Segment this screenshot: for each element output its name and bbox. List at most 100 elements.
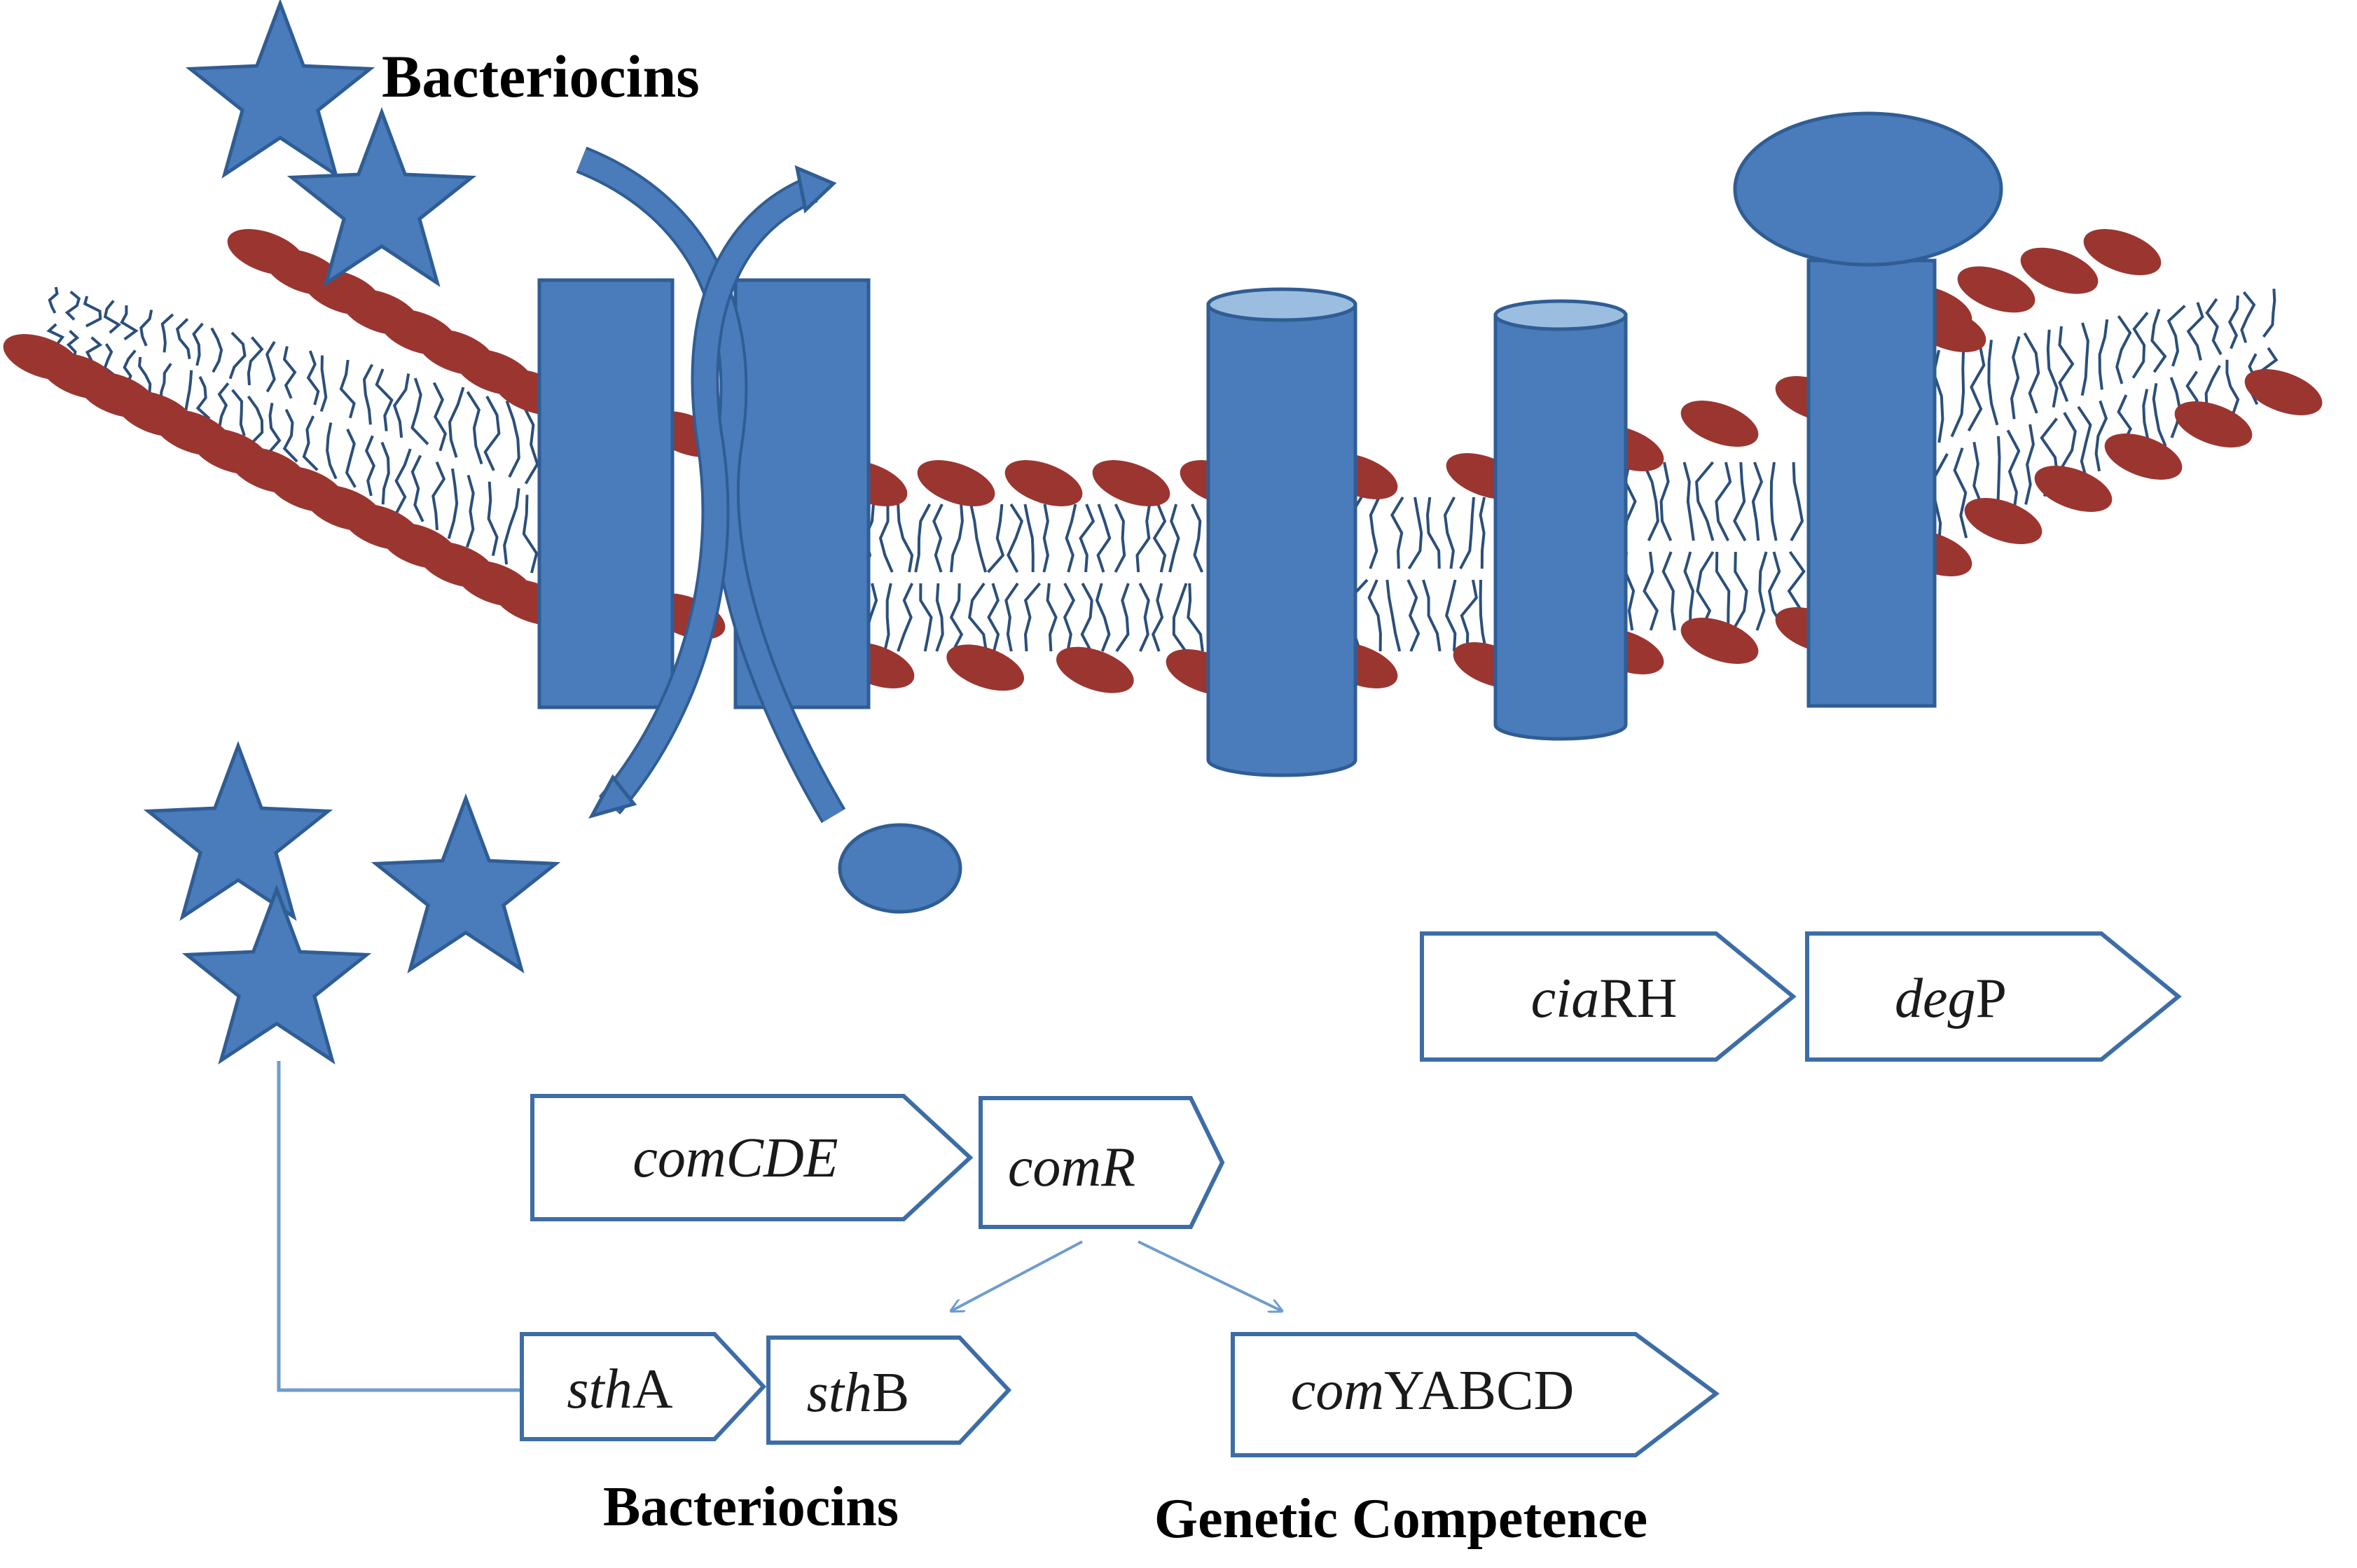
lipid-tail [380,441,390,505]
lipid-tail [2094,400,2108,472]
lipid-tail [1732,551,1748,631]
bacteriocin-star-icon [185,0,375,179]
gene-sthB: sthB [766,1335,1012,1445]
lipid-tail [969,504,988,573]
lipid-tail [267,403,282,455]
membrane-protein-cylinder-2 [1493,299,1628,741]
lipid-tail [306,350,320,405]
lipid-tail [932,504,944,573]
lipid-tail [1444,579,1457,652]
bacteriocin-connector-line [277,1061,522,1392]
lipid-tail [1422,579,1442,652]
gene-sthA-plain: A [633,1359,673,1420]
lipid-head [1957,266,2035,313]
lipid-tail [2225,359,2240,413]
lipid-head [1004,460,1083,506]
lipid-tail [2262,289,2276,338]
gene-ciaRH-italic: cia [1531,968,1600,1029]
bacteriocin-star-icon [143,740,333,921]
lipid-tail [247,336,264,386]
gene-comR: comR [979,1096,1225,1229]
comR-to-comYABCD-arrow [1138,1240,1282,1311]
gene-comYABCD: comYABCD [1231,1332,1720,1457]
gene-comCDE-italic: comCDE [633,1128,838,1189]
lipid-tail [950,504,964,573]
lipid-head [946,644,1025,691]
lipid-head [1056,646,1134,693]
lipid-tail [410,377,429,445]
svg-text:comCDE: comCDE [633,1128,838,1189]
lipid-head [2034,466,2113,512]
lipid-tail [2150,308,2167,373]
lipid-tail [64,290,81,321]
lipid-head [1092,460,1170,506]
lipid-head [1680,618,1759,664]
lipid-tail [967,582,988,652]
lipid-tail [103,300,122,334]
lipid-head [1680,401,1759,447]
lipid-tail [364,435,375,497]
lipid-tail [432,382,447,452]
bacteriocin-star-icon [181,884,372,1064]
lipid-tail [345,429,357,488]
lipid-tail [897,504,914,573]
gene-ciaRH: ciaRH [1420,931,1797,1062]
lipid-head [2104,433,2183,480]
lipid-tail [1138,583,1150,652]
lipid-tail [1661,551,1676,631]
lipid-tail [362,363,374,425]
svg-text:sthA: sthA [567,1359,672,1420]
lipid-tail [1950,347,1965,438]
lipid-tail [231,389,246,436]
lipid-tail [2240,291,2256,343]
lipid-tail [1459,497,1475,569]
lipid-tail [1168,504,1180,573]
svg-text:comR: comR [1008,1137,1135,1198]
lipid-tail [282,408,298,463]
lipid-tail [339,359,356,419]
lipid-tail [1152,583,1164,652]
lipid-tail [1769,462,1778,541]
lipid-tail [184,370,193,410]
lipid-tail [1023,582,1042,652]
gene-sthA: sthA [520,1332,767,1441]
lipid-tail [410,455,424,522]
lipid-tail [1080,583,1093,652]
gene-sthB-italic: sth [807,1362,872,1424]
arrowhead-down [588,774,637,819]
lipid-tail [2152,382,2167,447]
lipid-tail [2131,312,2149,379]
bacteriocins-label-top: Bacteriocins [382,43,700,110]
bacteriocin-star-icon [286,106,477,287]
bacteriocin-star-icon [371,793,561,973]
lipid-tail [1683,551,1695,631]
lipid-tail [2024,424,2035,505]
gene-comCDE: comCDE [530,1094,974,1221]
lipid-tail [2186,302,2204,361]
lipid-tail [1369,497,1381,569]
lipid-tail [1967,342,1986,432]
lipid-tail [2006,429,2021,513]
gene-degP: degP [1805,931,2182,1062]
lipid-tail [1987,340,1999,426]
lipid-tail [120,305,139,341]
lipid-tail [987,504,1005,574]
lipid-tail [228,331,247,380]
lipid-tail [1407,497,1423,570]
lipid-tail [935,583,944,652]
lipid-tail [522,494,539,574]
lipid-tail [66,329,80,359]
lipid-tail [503,487,520,565]
lipid-tail [1425,497,1441,569]
lipid-tail [302,415,319,471]
lipid-tail [375,368,394,431]
lipid-tail [1187,583,1204,652]
lipid-tail [2046,329,2059,408]
lipid-tail [210,327,223,373]
lipid-tail [319,355,328,412]
lipid-tail [883,583,892,652]
lipid-tail [1695,461,1715,541]
lipid-tail [1023,504,1035,573]
arrowhead-up [794,165,837,214]
